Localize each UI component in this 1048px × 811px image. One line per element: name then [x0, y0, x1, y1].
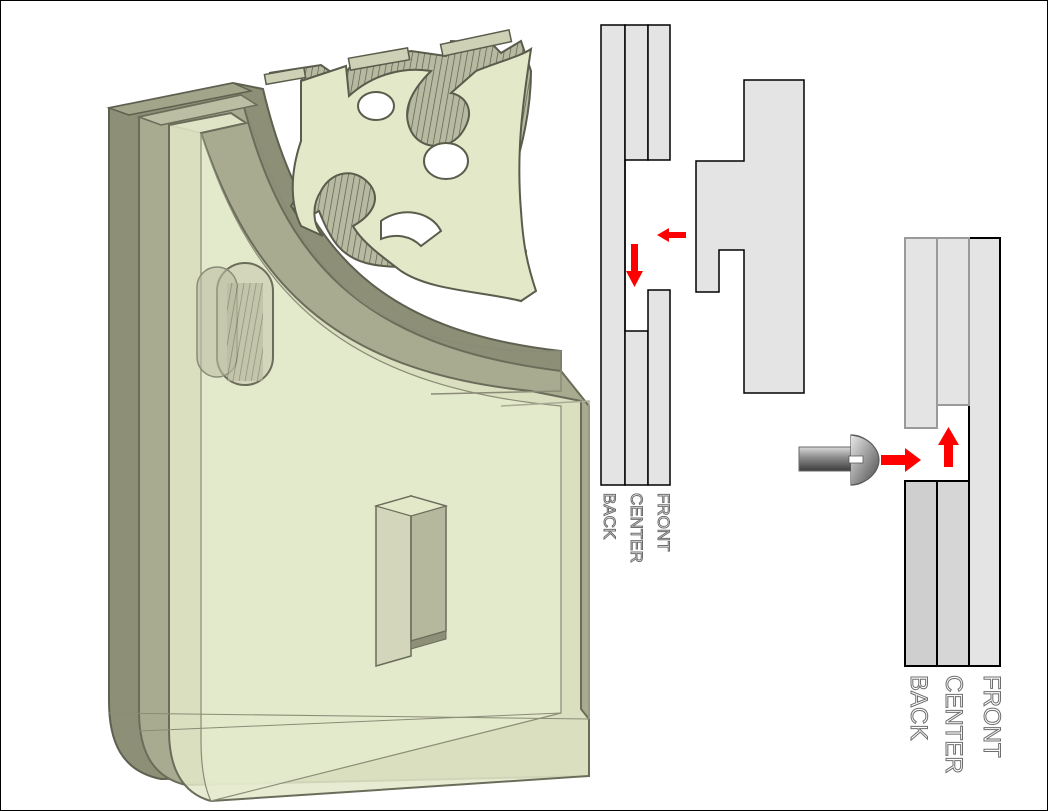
arrow-down-icon	[626, 244, 643, 287]
large-center-strip-bottom	[936, 480, 970, 667]
rectangular-slot	[373, 495, 449, 667]
bracket-3d-illustration	[106, 28, 590, 803]
large-label-front: FRONT	[978, 675, 1005, 758]
section-diagram-large: FRONT CENTER BACK	[798, 237, 1006, 774]
small-back-strip	[600, 24, 626, 486]
keyhole-slot	[196, 262, 274, 386]
screw-icon	[798, 434, 880, 486]
large-back-strip-top	[904, 237, 938, 429]
large-back-strip-bottom	[904, 480, 938, 667]
section-diagram-small: FRONT CENTER BACK	[600, 24, 805, 563]
back-panel-top	[106, 82, 254, 116]
arrow-left-icon	[657, 228, 686, 242]
arrow-right-icon	[881, 448, 921, 472]
large-label-center: CENTER	[940, 675, 967, 774]
large-front-strip	[968, 237, 1001, 667]
arrow-up-icon	[938, 427, 959, 467]
small-front-strip-top	[647, 24, 671, 161]
small-label-center: CENTER	[627, 493, 646, 563]
small-label-back: BACK	[600, 493, 619, 540]
small-front-strip-bottom	[647, 289, 671, 486]
large-label-back: BACK	[905, 675, 932, 740]
small-label-front: FRONT	[654, 493, 673, 552]
large-center-strip-top	[936, 237, 970, 406]
small-center-strip-top	[624, 24, 649, 161]
small-center-strip-bottom	[624, 330, 649, 486]
center-panel-top	[136, 94, 259, 126]
t-hanger-piece	[695, 79, 805, 394]
front-panel-face	[200, 132, 562, 802]
scroll-ornament	[263, 28, 538, 303]
